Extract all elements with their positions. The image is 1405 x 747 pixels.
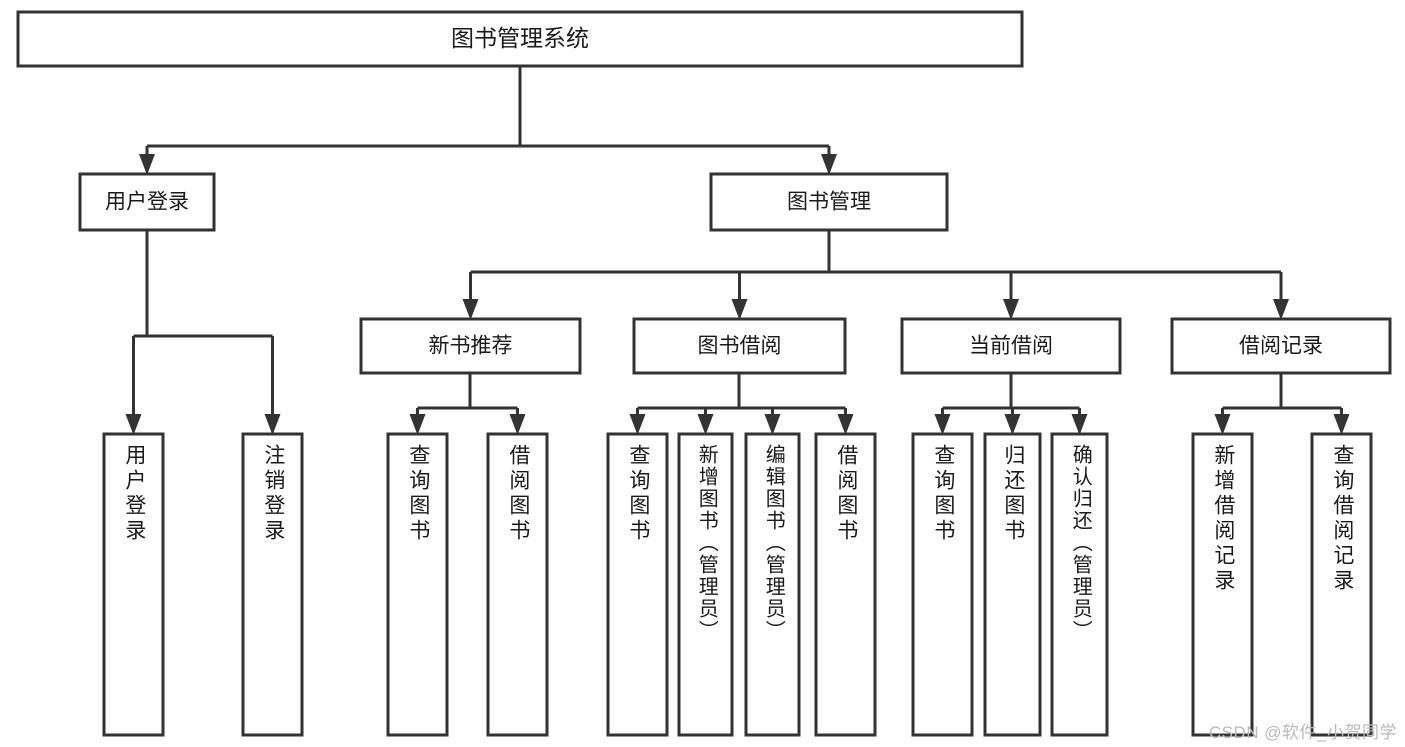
node-box-leaf-add-book-admin[interactable]	[677, 432, 734, 737]
node-box-user-login[interactable]	[78, 172, 216, 232]
arrow-head-leaf-query-book-3	[934, 414, 951, 435]
csdn-watermark: CSDN @软件_小贺同学	[1208, 723, 1397, 742]
node-box-leaf-query-book-3[interactable]	[911, 432, 974, 737]
node-box-current-borrow[interactable]	[900, 317, 1122, 375]
node-box-leaf-borrow-book-1[interactable]	[486, 432, 549, 737]
node-label-leaf-query-book-1: 查询图书	[406, 444, 430, 544]
arrow-head-new-book-recommend	[462, 299, 479, 320]
node-label-leaf-add-book-admin: 新增图书（管理员）	[695, 444, 718, 642]
node-box-new-book-recommend[interactable]	[359, 317, 582, 375]
node-box-leaf-query-borrow-record[interactable]	[1310, 432, 1373, 737]
node-box-leaf-return-book[interactable]	[983, 432, 1042, 737]
node-label-leaf-query-book-3: 查询图书	[931, 444, 955, 544]
node-box-leaf-add-borrow-record[interactable]	[1191, 432, 1254, 737]
node-box-leaf-edit-book-admin[interactable]	[744, 432, 801, 737]
arrow-head-borrow-record	[1273, 299, 1289, 320]
connectors-layer	[125, 66, 1350, 435]
arrow-head-leaf-add-borrow-record	[1214, 414, 1231, 435]
node-label-leaf-edit-book-admin: 编辑图书（管理员）	[762, 444, 785, 642]
arrow-head-leaf-borrow-book-2	[837, 414, 854, 435]
node-label-leaf-query-book-2: 查询图书	[626, 444, 650, 544]
edge-group-book-borrow	[629, 373, 854, 435]
arrow-head-leaf-logout-login	[264, 414, 281, 435]
node-box-leaf-logout-login[interactable]	[241, 432, 304, 737]
edge-group-current-borrow	[934, 373, 1088, 435]
arrow-head-current-borrow	[1003, 299, 1019, 320]
node-box-root[interactable]	[16, 10, 1024, 68]
node-box-leaf-query-book-2[interactable]	[606, 432, 669, 737]
node-label-leaf-user-login: 用户登录	[122, 444, 146, 544]
node-box-leaf-query-book-1[interactable]	[386, 432, 449, 737]
node-label-new-book-recommend: 新书推荐	[429, 335, 513, 358]
node-label-borrow-record: 借阅记录	[1239, 335, 1323, 358]
node-label-book-borrow: 图书借阅	[698, 335, 782, 358]
arrow-head-leaf-query-book-2	[629, 414, 646, 435]
node-label-leaf-borrow-book-1: 借阅图书	[506, 444, 530, 544]
arrow-head-book-borrow	[731, 299, 748, 320]
arrow-head-book-manage	[821, 154, 837, 175]
node-box-leaf-confirm-return-admin[interactable]	[1050, 432, 1109, 737]
node-label-leaf-query-borrow-record: 查询借阅记录	[1330, 444, 1354, 594]
edge-group-book-manage	[462, 230, 1289, 320]
node-label-leaf-logout-login: 注销登录	[261, 444, 285, 544]
arrow-head-leaf-return-book	[1004, 414, 1021, 435]
node-label-current-borrow: 当前借阅	[969, 335, 1053, 358]
arrow-head-user-login	[139, 154, 155, 175]
arrow-head-leaf-query-borrow-record	[1333, 414, 1350, 435]
node-label-leaf-borrow-book-2: 借阅图书	[834, 444, 858, 544]
arrow-head-leaf-borrow-book-1	[509, 414, 526, 435]
node-box-borrow-record[interactable]	[1170, 317, 1392, 375]
edge-group-new-book-recommend	[409, 373, 526, 435]
node-box-leaf-user-login[interactable]	[102, 432, 165, 737]
node-label-leaf-return-book: 归还图书	[1001, 444, 1025, 544]
edge-group-borrow-record	[1214, 373, 1350, 435]
node-label-leaf-add-borrow-record: 新增借阅记录	[1211, 444, 1235, 594]
node-box-book-manage[interactable]	[709, 172, 949, 232]
node-label-leaf-confirm-return-admin: 确认归还（管理员）	[1069, 444, 1092, 642]
node-box-leaf-borrow-book-2[interactable]	[814, 432, 877, 737]
arrow-head-leaf-confirm-return-admin	[1071, 414, 1088, 435]
edge-group-user-login	[125, 230, 281, 435]
arrow-head-leaf-query-book-1	[409, 414, 426, 435]
node-box-book-borrow[interactable]	[632, 317, 847, 375]
node-label-root: 图书管理系统	[451, 25, 589, 51]
edge-group-root	[139, 66, 837, 175]
arrow-head-leaf-add-book-admin	[697, 414, 714, 435]
node-label-book-manage: 图书管理	[787, 191, 871, 214]
arrow-head-leaf-edit-book-admin	[764, 414, 781, 435]
node-label-user-login: 用户登录	[105, 191, 189, 214]
arrow-head-leaf-user-login	[125, 414, 142, 435]
